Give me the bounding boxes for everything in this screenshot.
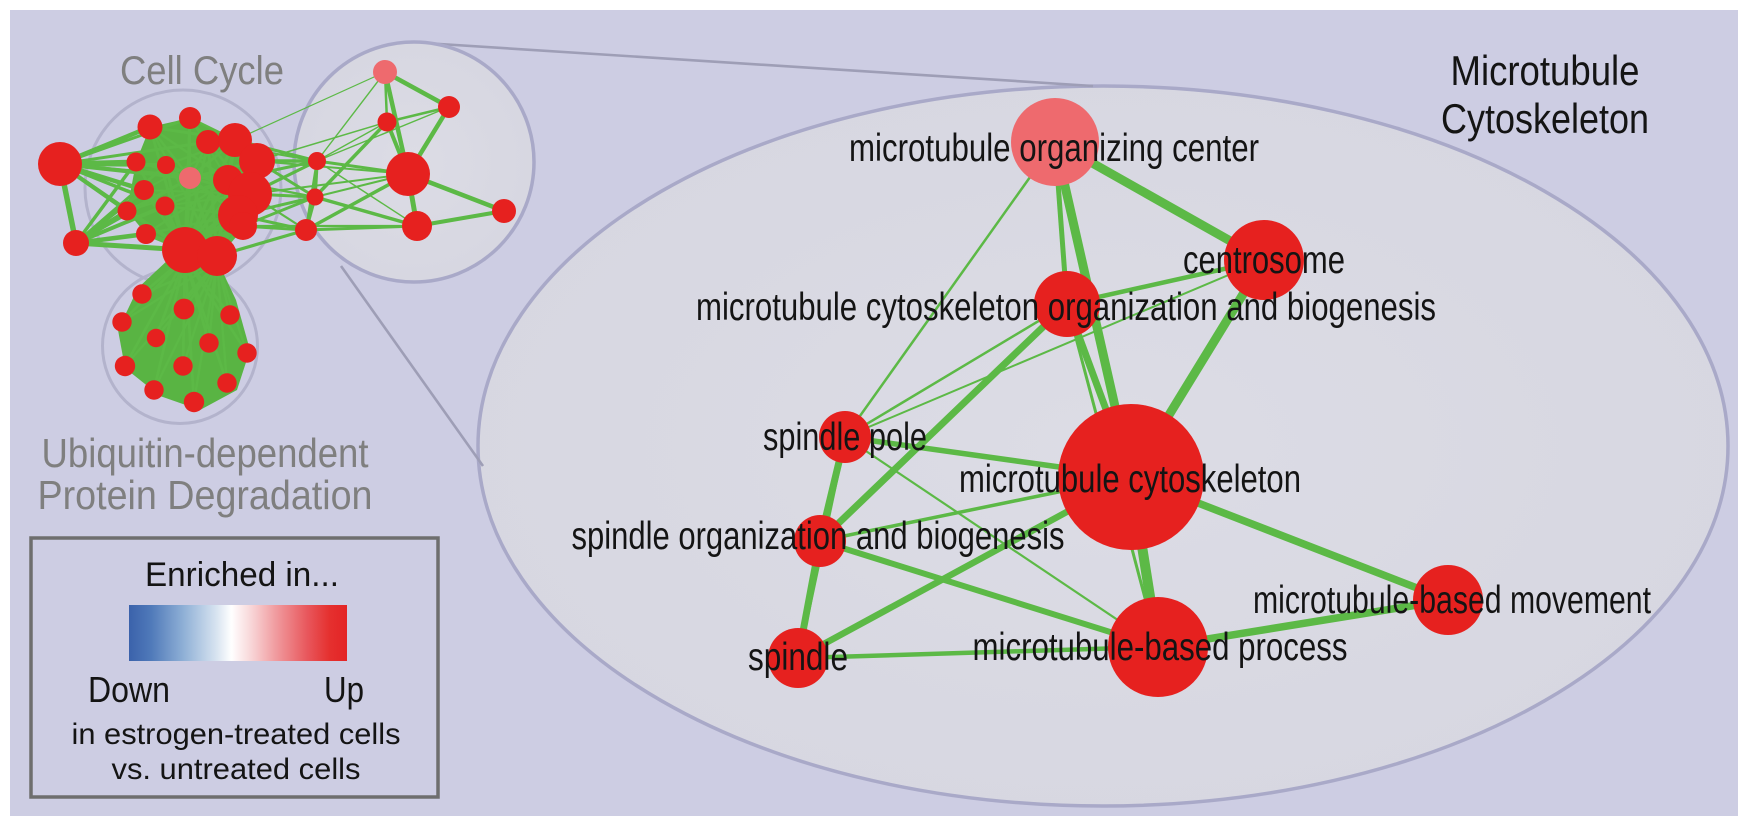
- svg-text:Ubiquitin-dependent: Ubiquitin-dependent: [42, 430, 370, 476]
- svg-text:Cytoskeleton: Cytoskeleton: [1441, 95, 1649, 142]
- svg-text:Up: Up: [324, 669, 364, 710]
- svg-text:in estrogen-treated cells: in estrogen-treated cells: [72, 718, 401, 751]
- svg-text:centrosome: centrosome: [1183, 239, 1345, 282]
- svg-text:spindle: spindle: [748, 636, 848, 679]
- svg-text:Enriched in...: Enriched in...: [145, 556, 339, 594]
- svg-text:microtubule-based process: microtubule-based process: [973, 626, 1348, 669]
- svg-text:Down: Down: [88, 669, 170, 710]
- svg-text:microtubule organizing center: microtubule organizing center: [849, 127, 1259, 170]
- svg-text:vs. untreated cells: vs. untreated cells: [112, 753, 361, 786]
- svg-text:Cell Cycle: Cell Cycle: [120, 49, 284, 93]
- svg-text:microtubule cytoskeleton organ: microtubule cytoskeleton organization an…: [696, 286, 1436, 329]
- svg-text:microtubule cytoskeleton: microtubule cytoskeleton: [959, 458, 1301, 501]
- svg-text:spindle pole: spindle pole: [763, 416, 927, 459]
- svg-text:microtubule-based movement: microtubule-based movement: [1253, 579, 1651, 622]
- svg-text:Microtubule: Microtubule: [1451, 47, 1640, 94]
- svg-text:spindle organization and bioge: spindle organization and biogenesis: [572, 515, 1065, 558]
- svg-text:Protein Degradation: Protein Degradation: [38, 472, 373, 518]
